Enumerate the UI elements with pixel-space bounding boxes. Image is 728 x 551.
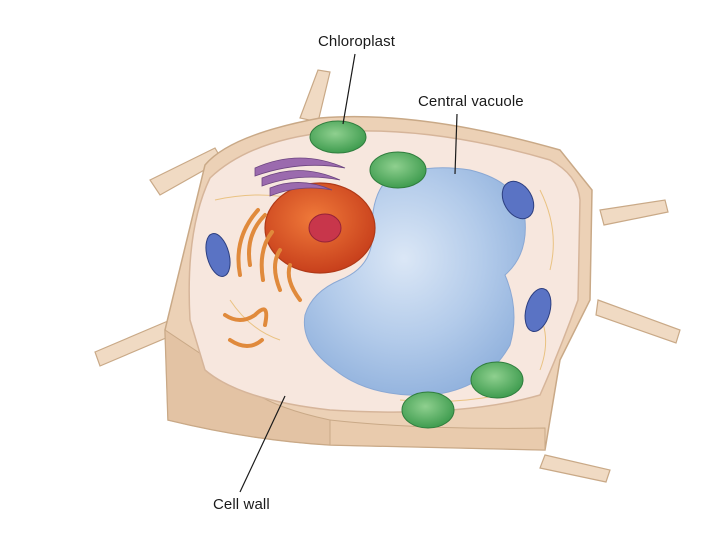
chloroplast-label: Chloroplast xyxy=(318,33,395,50)
chloroplast-1 xyxy=(309,120,367,154)
central-vacuole-label: Central vacuole xyxy=(418,93,524,110)
golgi-apparatus xyxy=(254,157,346,197)
mitochondrion-2 xyxy=(524,288,552,332)
chloroplast-4 xyxy=(401,391,455,429)
nucleolus xyxy=(308,213,342,243)
pointer-lines xyxy=(239,53,458,493)
neighbor-wall-flanges xyxy=(94,69,681,483)
chloroplasts xyxy=(309,120,524,429)
chloroplast-pointer xyxy=(342,53,356,125)
vacuole-pointer xyxy=(454,113,458,175)
mitochondrion-1 xyxy=(501,180,535,220)
mitochondrion-3 xyxy=(205,233,231,277)
chloroplast-3 xyxy=(470,361,524,399)
nucleus xyxy=(264,182,376,274)
cell-wall-label: Cell wall xyxy=(213,496,270,513)
mitochondria xyxy=(205,180,552,332)
cellwall-pointer xyxy=(239,395,286,493)
chloroplast-2 xyxy=(369,151,427,189)
endoplasmic-reticulum xyxy=(223,208,302,348)
